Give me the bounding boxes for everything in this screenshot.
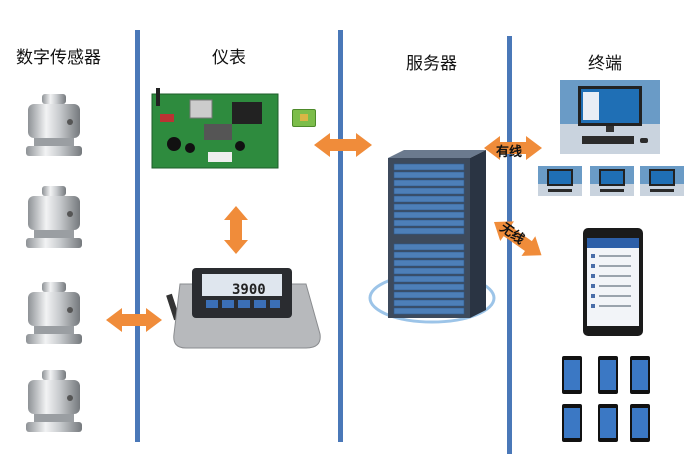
divider-1: [135, 30, 140, 442]
server-rack: [368, 150, 496, 324]
column-title-server: 服务器: [406, 54, 457, 74]
divider-2: [338, 30, 343, 442]
column-title-instrument: 仪表: [212, 48, 246, 68]
pcb-module: [151, 88, 279, 169]
desktop-small-1: [538, 166, 582, 196]
arrow-sensors-instrument: [106, 308, 162, 332]
arrow-instrument-server: [314, 133, 372, 157]
sim-card: [292, 109, 316, 127]
desktop-small-3: [640, 166, 684, 196]
load-cell-3: [26, 282, 82, 344]
load-cell-1: [26, 94, 82, 156]
desktop-computers-row: [538, 166, 684, 196]
label-wired: 有线: [496, 145, 523, 160]
load-cell-sensors: [26, 94, 82, 432]
load-cell-2: [26, 186, 82, 248]
column-title-terminal: 终端: [588, 54, 622, 74]
divider-3: [507, 36, 512, 454]
desktop-computer: [560, 80, 660, 154]
weighing-indicator: [166, 268, 321, 349]
indicator-display-value: 3900: [232, 282, 266, 298]
load-cell-4: [26, 370, 82, 432]
column-title-sensors: 数字传感器: [16, 48, 101, 68]
arrow-wireless: [494, 221, 542, 256]
desktop-small-2: [590, 166, 634, 196]
smartphones-grid: [562, 356, 650, 442]
arrow-wired: [484, 136, 542, 160]
smartphone-large: [583, 228, 643, 336]
arrow-vertical-instrument: [224, 206, 248, 254]
